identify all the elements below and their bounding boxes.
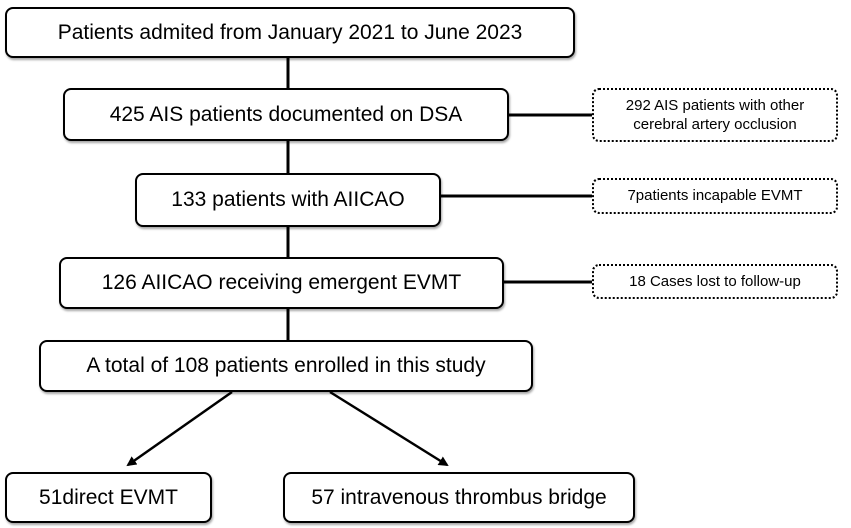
step-enrolled: A total of 108 patients enrolled in this… — [39, 340, 533, 392]
group-thrombus-bridge: 57 intravenous thrombus bridge — [283, 472, 635, 523]
exclusion-incapable-evmt: 7patients incapable EVMT — [592, 178, 838, 214]
group-direct-evmt: 51direct EVMT — [5, 472, 212, 523]
arrow-to-group-2 — [329, 390, 449, 467]
step-aiicao: 133 patients with AIICAO — [135, 173, 441, 227]
arrow-to-group-1 — [126, 390, 233, 467]
step-ais-dsa: 425 AIS patients documented on DSA — [63, 88, 509, 141]
exclusion-other-occlusion-line-1: 292 AIS patients with other — [625, 96, 805, 114]
step-admitted: Patients admited from January 2021 to Ju… — [5, 7, 575, 58]
step-emergent-evmt: 126 AIICAO receiving emergent EVMT — [59, 257, 504, 309]
exclusion-other-occlusion-line-2: cerebral artery occlusion — [633, 116, 797, 133]
exclusion-lost-follow-up-text: 18 Cases lost to follow-up — [629, 272, 801, 290]
exclusion-incapable-evmt-text: 7patients incapable EVMT — [627, 187, 803, 205]
exclusion-other-occlusion: 292 AIS patients with other cerebral art… — [592, 88, 838, 142]
exclusion-lost-follow-up: 18 Cases lost to follow-up — [592, 264, 838, 299]
